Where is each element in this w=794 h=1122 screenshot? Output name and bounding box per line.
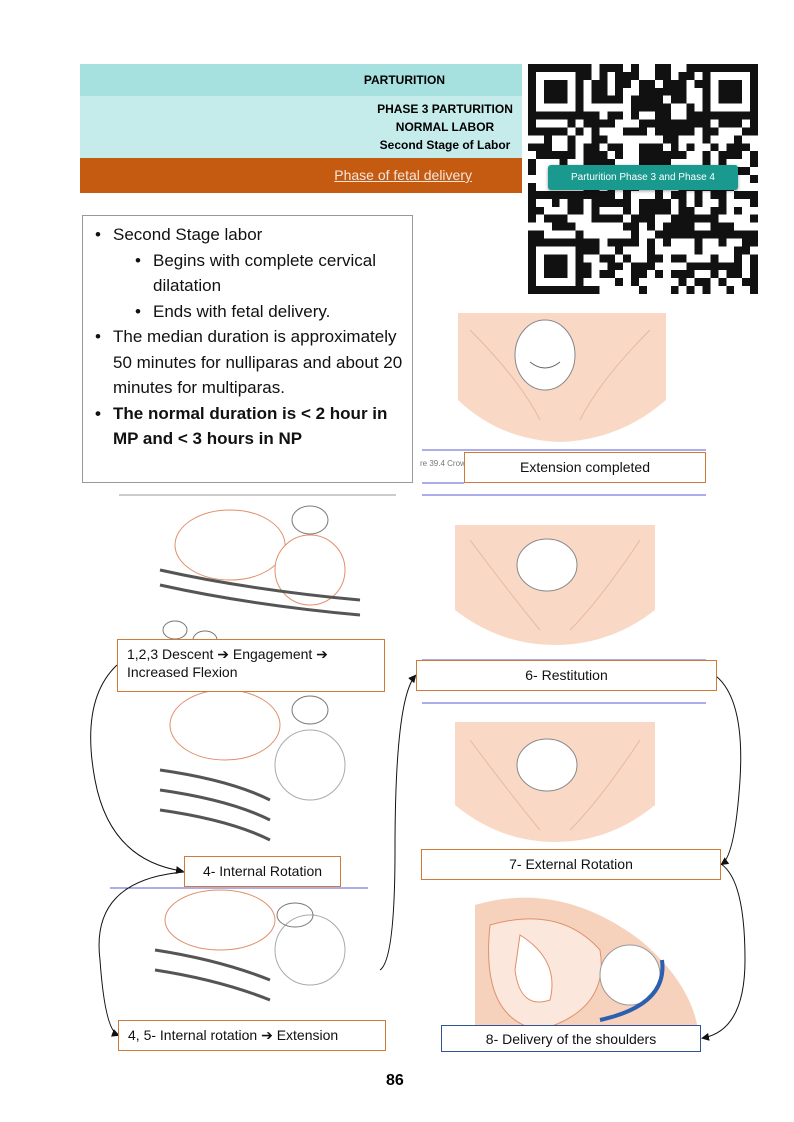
label-internal-rotation-extension: 4, 5- Internal rotation ➔ Extension [118,1020,386,1051]
sub-bullet-item: Begins with complete cervical dilatation [91,248,404,299]
label-internal-rotation: 4- Internal Rotation [184,856,341,887]
subtitle-line: NORMAL LABOR [395,120,495,134]
phase-band: Phase of fetal delivery [80,158,522,193]
label-extension-completed: Extension completed [464,452,706,483]
page-number: 86 [386,1072,404,1089]
extension-completed-illustration [458,313,666,442]
external-rotation-illustration [455,722,655,842]
sequence-arrows [90,664,746,1041]
phase-link[interactable]: Phase of fetal delivery [334,167,472,183]
bullet-item: Second Stage labor [91,222,404,248]
sub-bullet-item: Ends with fetal delivery. [91,299,404,325]
figure-caption-fragment: re 39.4 Crow [420,459,466,468]
summary-textbox: Second Stage labor Begins with complete … [82,215,413,483]
bullet-item: The median duration is approximately 50 … [91,324,404,401]
label-external-rotation: 7- External Rotation [421,849,721,880]
subtitle-line: Second Stage of Labor [379,138,511,152]
label-delivery-shoulders: 8- Delivery of the shoulders [441,1025,701,1052]
shoulder-delivery-illustration [475,897,700,1050]
extension-illustration [154,889,346,1002]
restitution-illustration [455,525,655,645]
subtitle-line: PHASE 3 PARTURITION [377,102,513,116]
descent-illustration [159,505,361,650]
label-descent: 1,2,3 Descent ➔ Engagement ➔ Increased F… [117,639,385,692]
header-subtitle-band: PHASE 3 PARTURITION NORMAL LABOR Second … [80,96,522,158]
header-title-band: PARTURITION [80,64,522,96]
bullet-item-bold: The normal duration is < 2 hour in MP an… [91,401,404,452]
qr-label[interactable]: Parturition Phase 3 and Phase 4 [548,165,738,190]
label-restitution: 6- Restitution [416,660,717,691]
header-title: PARTURITION [363,73,445,87]
internal-rotation-illustration [159,689,346,842]
qr-code[interactable] [528,64,758,294]
